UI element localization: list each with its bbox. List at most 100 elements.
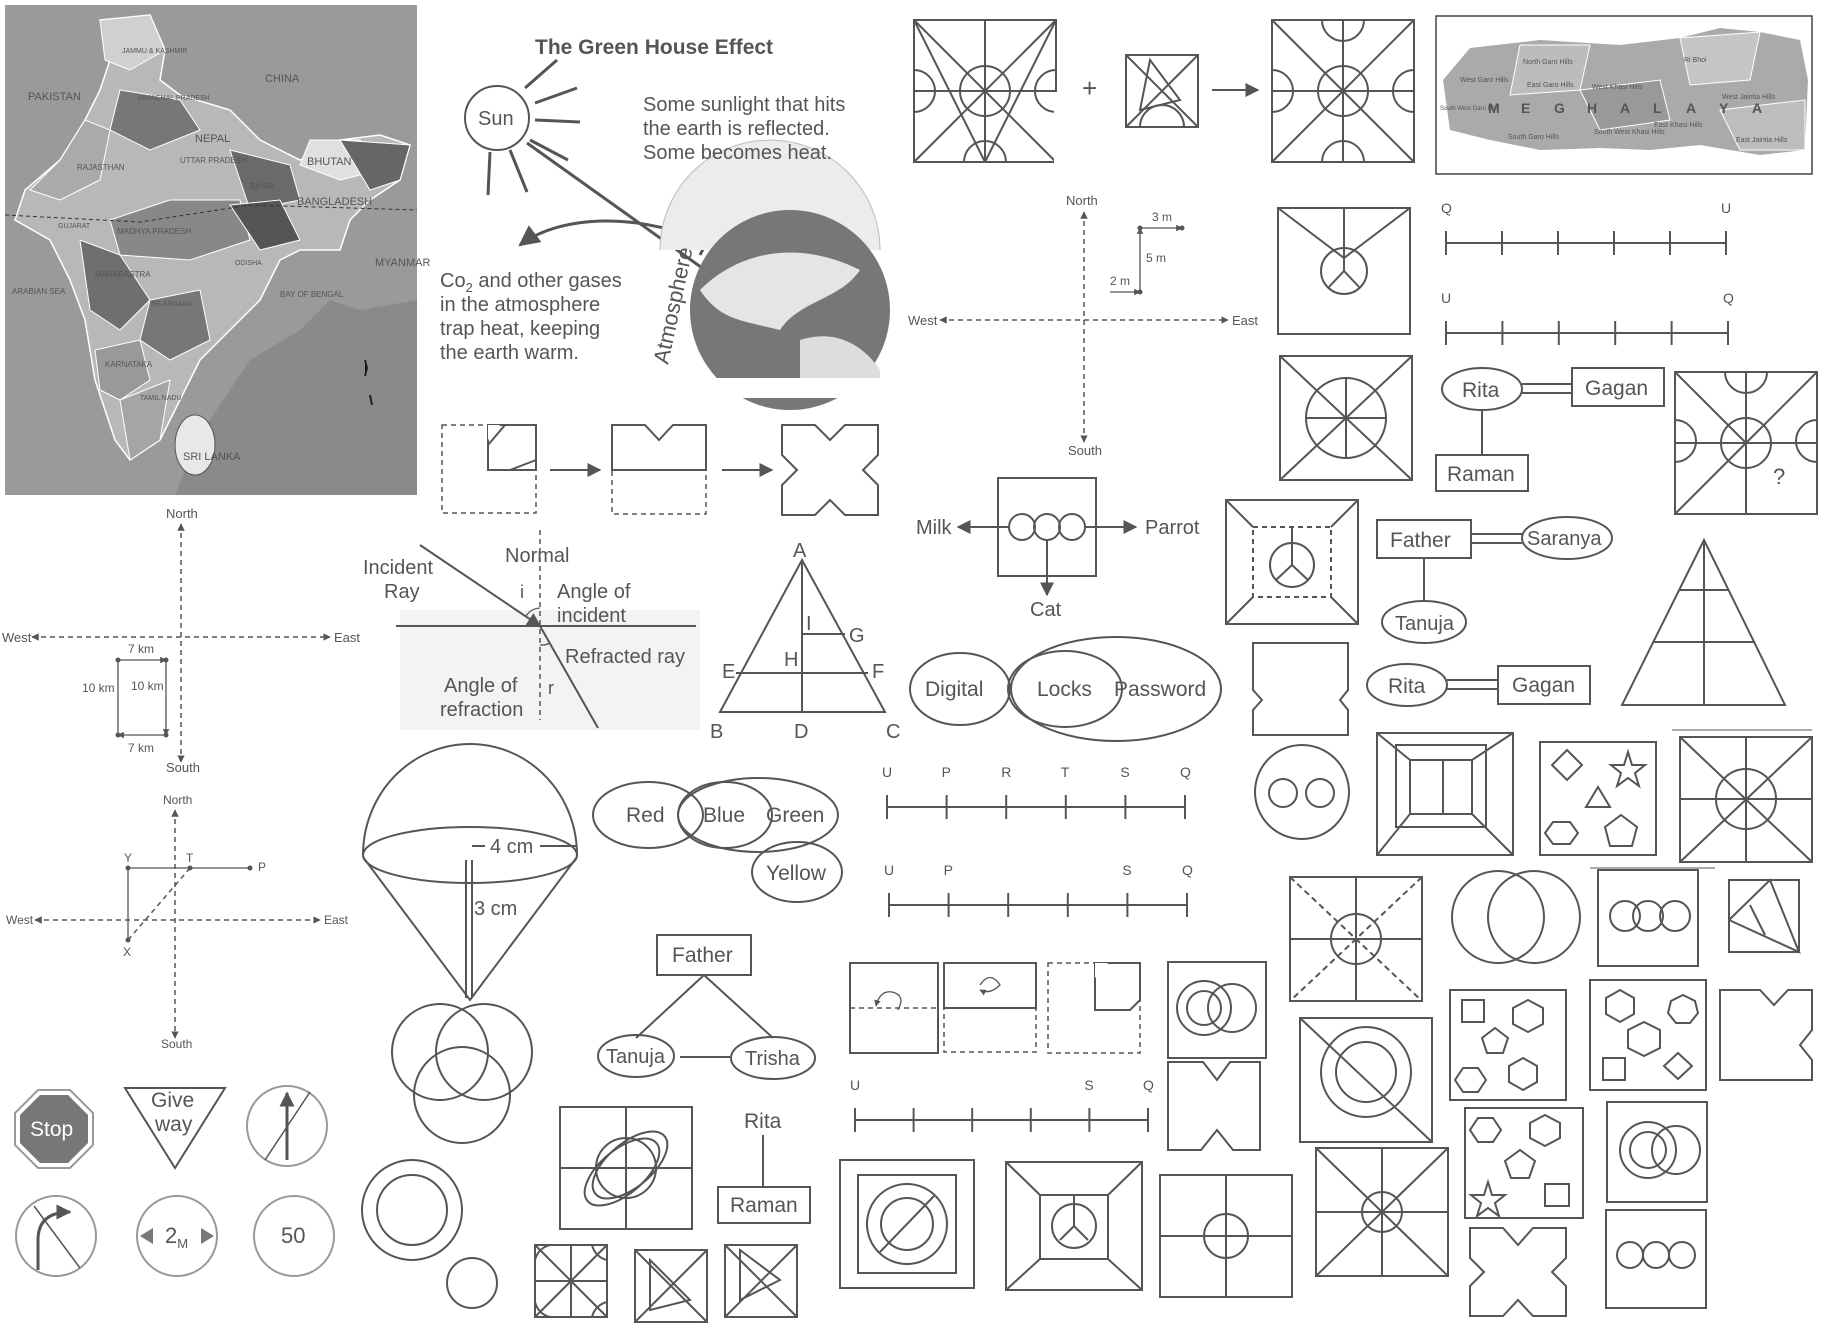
- number-line-label: Q: [1180, 764, 1191, 780]
- angle-incident-label-2: incident: [557, 605, 626, 627]
- number-line-label: U: [1441, 290, 1451, 306]
- map-label-mp: MADHYA PRADESH: [117, 227, 191, 236]
- angle-refraction-label-2: refraction: [440, 699, 523, 721]
- cone-radius: 4 cm: [490, 836, 533, 858]
- tri-b: B: [710, 721, 723, 743]
- venn-locks: Locks: [1037, 678, 1092, 701]
- small-square-3: [724, 1244, 798, 1318]
- square-pyramid-dashed: [1225, 499, 1359, 625]
- square-cross-circle: [1159, 1174, 1293, 1298]
- square-circle-slash-2: [1299, 1017, 1433, 1143]
- number-line-label: Q: [1143, 1077, 1154, 1093]
- speed-limit-text: 50: [281, 1223, 305, 1248]
- compass-top-east: East: [1232, 313, 1258, 328]
- compass-left2-west: West: [6, 913, 34, 927]
- greenhouse-text1-line2: the earth is reflected.: [643, 118, 830, 140]
- greenhouse-text2-line2: trap heat, keeping: [440, 318, 600, 340]
- square-wheel: [1279, 355, 1413, 481]
- width-limit-sign: 2M: [136, 1195, 218, 1277]
- map-label-bangladesh: BANGLADESH: [297, 196, 372, 208]
- number-line-label: U: [884, 862, 894, 878]
- angle-i-label: i: [520, 582, 524, 602]
- number-line-label: P: [944, 862, 953, 878]
- compass-left2-north: North: [163, 793, 192, 807]
- greenhouse-text2-line0: Co2 and other gases: [440, 270, 622, 295]
- venn-digital: Digital: [925, 678, 983, 701]
- meghalaya-district-east-garo: East Garo Hills: [1527, 82, 1574, 89]
- meghalaya-title-letter: G: [1554, 100, 1565, 116]
- triangle-with-lines: [1620, 537, 1787, 706]
- number-line-label: Q: [1441, 200, 1452, 216]
- notched-cross: [1469, 1227, 1567, 1317]
- compass-left-east: East: [334, 630, 360, 645]
- greenhouse-text2-line1: in the atmosphere: [440, 294, 600, 316]
- compass-left-north: North: [166, 506, 198, 521]
- greenhouse-text1-line1: Some sunlight that hits: [643, 94, 845, 116]
- compass-top: North South East West 3 m 5 m 2 m: [908, 193, 1258, 458]
- map-label-bihar: BIHAR: [250, 182, 275, 191]
- family2-rita: Rita: [744, 1110, 782, 1133]
- square-wheel-2: [1672, 729, 1813, 863]
- incident-label-1: Incident: [363, 557, 433, 579]
- map-label-jk: JAMMU & KASHMIR: [122, 48, 187, 55]
- greenhouse-diagram: The Green House Effect Sun Atmosphere So…: [440, 36, 890, 410]
- venn-blue: Blue: [703, 804, 745, 827]
- greenhouse-title: The Green House Effect: [535, 36, 773, 59]
- compass-top-north: North: [1066, 193, 1098, 208]
- number-line-label: R: [1001, 764, 1011, 780]
- number-line-label: S: [1122, 862, 1131, 878]
- meghalaya-title-letter: E: [1521, 100, 1530, 116]
- two-overlapping-circles: [1451, 870, 1581, 964]
- angle-r-label: r: [548, 678, 554, 698]
- milk-parrot-cat: Milk Parrot Cat: [916, 477, 1200, 621]
- triangle-abc: A B C D E F G H I: [710, 540, 900, 743]
- notched-shape-1: [1252, 642, 1349, 736]
- meghalaya-title-letter: A: [1686, 100, 1696, 116]
- map-label-gujarat: GUJARAT: [58, 223, 91, 230]
- map-label-up: UTTAR PRADESH: [180, 156, 247, 165]
- square-with-ellipses: [559, 1106, 693, 1230]
- question-mark: ?: [1773, 464, 1785, 489]
- circles-in-square-2: [1606, 1101, 1708, 1203]
- family1-tanuja: Tanuja: [606, 1046, 666, 1068]
- shapes-square-1: [1539, 741, 1657, 856]
- square-three-circles: [1590, 867, 1715, 967]
- plus-sign: +: [1082, 73, 1097, 103]
- concentric-circles: [361, 1159, 498, 1309]
- compass-left-west: West: [2, 630, 32, 645]
- paper-rotate-sequence: [849, 962, 1141, 1054]
- family-tree-1: Father Tanuja Trisha: [597, 934, 816, 1080]
- compass-left-10km-right: 10 km: [131, 679, 164, 693]
- shapes-square-2: [1449, 989, 1567, 1101]
- small-triangle-square: [1728, 878, 1801, 954]
- cone-height: 3 cm: [474, 898, 517, 920]
- refraction-diagram: Incident Ray Normal i Angle of incident …: [363, 530, 700, 730]
- tri-f: F: [872, 661, 884, 683]
- compass-left-7km-bottom: 7 km: [128, 741, 154, 755]
- angle-incident-label-1: Angle of: [557, 581, 631, 603]
- number-line-label: P: [942, 764, 951, 780]
- meghalaya-district-ri-bhoi: Ri Bhoi: [1684, 57, 1707, 64]
- number-line-label: U: [850, 1077, 860, 1093]
- compass-left-7km-top: 7 km: [128, 642, 154, 656]
- milk-label: Milk: [916, 517, 953, 539]
- compass-top-dist-5m: 5 m: [1146, 251, 1166, 265]
- map-label-maharastra: MAHARASTRA: [95, 270, 151, 279]
- tri-e: E: [722, 661, 735, 683]
- venn-digital-locks-password: Digital Locks Password: [909, 636, 1222, 742]
- incident-label-2: Ray: [384, 581, 420, 603]
- family-tree-3: Rita Gagan Raman: [1435, 367, 1665, 492]
- small-square-1: [534, 1244, 608, 1318]
- shapes-square-4: [1464, 1107, 1584, 1219]
- meghalaya-district-west-garo: West Garo Hills: [1460, 77, 1509, 84]
- meghalaya-district-west-jaintia: West Jaintia Hills: [1722, 94, 1776, 101]
- venn-colors: Red Blue Green Yellow: [592, 777, 843, 903]
- number-line-label: U: [1721, 200, 1731, 216]
- meghalaya-district-north-garo: North Garo Hills: [1523, 59, 1573, 66]
- map-label-pakistan: PAKISTAN: [28, 91, 81, 103]
- square-pyramid-circle-1: [1005, 1161, 1143, 1291]
- three-circles-square: [1605, 1209, 1707, 1309]
- road-signs: Stop Give way 2M 50: [14, 1085, 335, 1277]
- parrot-label: Parrot: [1145, 517, 1200, 539]
- meghalaya-district-east-jaintia: East Jaintia Hills: [1736, 137, 1788, 144]
